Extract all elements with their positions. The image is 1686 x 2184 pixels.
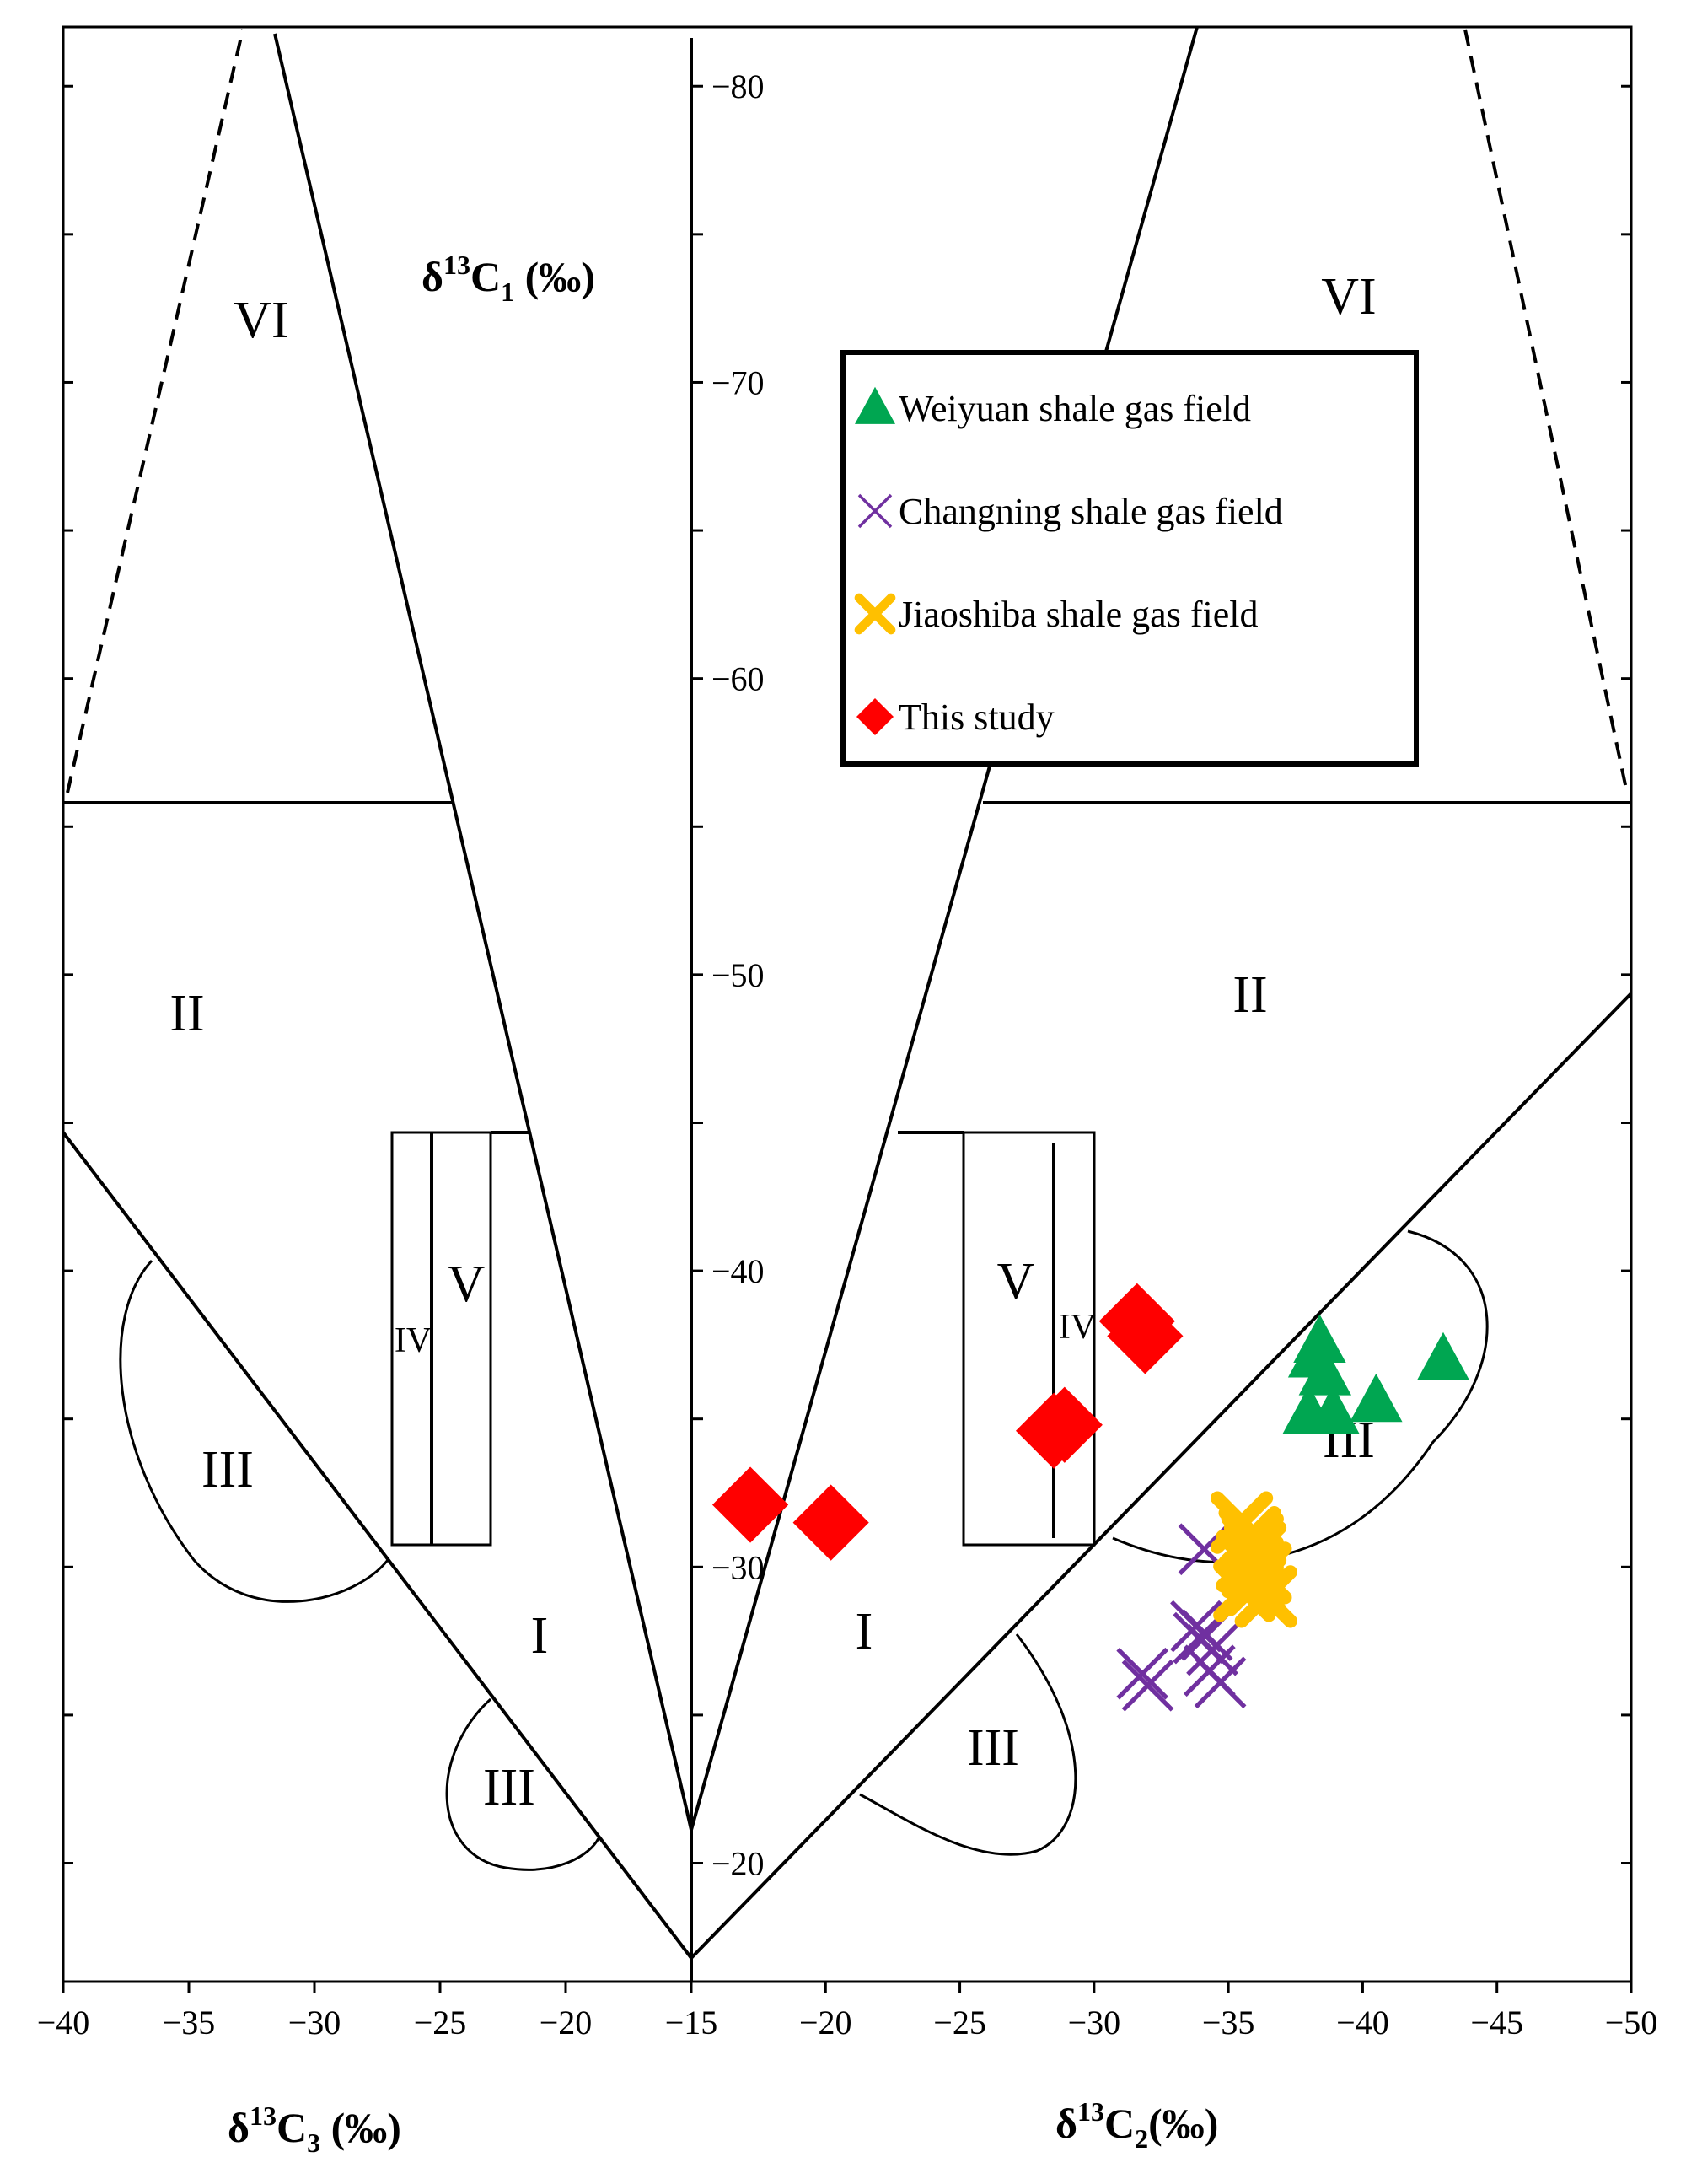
legend-marker	[856, 698, 894, 735]
left-iii-lower	[445, 1697, 600, 1871]
right-x-tick-label: −45	[1470, 2004, 1523, 2041]
region-label-vi-right: VI	[1321, 268, 1376, 325]
point-this-study	[1026, 1386, 1103, 1463]
point-changning-shale-gas-field	[1121, 1659, 1174, 1712]
right-v-box	[962, 1131, 1096, 1547]
region-label-i-right: I	[856, 1603, 873, 1660]
region-label-i-left: I	[531, 1607, 549, 1665]
point-weiyuan-shale-gas-field	[1307, 1385, 1360, 1434]
right-x-tick-label: −35	[1202, 2004, 1255, 2041]
legend-label: Jiaoshiba shale gas field	[899, 594, 1258, 635]
y-tick-label: −80	[711, 67, 765, 105]
left-lower-boundary	[62, 1131, 693, 1960]
legend-label: Changning shale gas field	[899, 491, 1283, 532]
plot-frame	[62, 25, 1633, 1983]
point-weiyuan-shale-gas-field	[1298, 1347, 1352, 1396]
point-weiyuan-shale-gas-field	[1416, 1331, 1470, 1381]
point-weiyuan-shale-gas-field	[1293, 1314, 1346, 1363]
point-this-study	[1107, 1298, 1184, 1374]
legend-label: Weiyuan shale gas field	[899, 388, 1251, 429]
axis-labels: δ13C1 (‰) δ13C3 (‰) δ13C2(‰)	[228, 250, 1218, 2158]
point-this-study	[792, 1484, 869, 1561]
legend-box	[840, 350, 1419, 767]
right-dashed-boundary	[1463, 29, 1629, 793]
legend-marker	[855, 386, 895, 424]
left-x-tick-label: −35	[163, 2004, 216, 2041]
y-axis-label: δ13C1 (‰)	[422, 250, 595, 307]
y-tick-label: −70	[711, 363, 765, 401]
right-x-tick-label: −20	[799, 2004, 852, 2041]
point-jiaoshiba-shale-gas-field	[1234, 1565, 1297, 1628]
region-label-ii-left: II	[169, 985, 204, 1042]
right-x-axis-label: δ13C2(‰)	[1055, 2096, 1218, 2154]
data-points	[711, 1283, 1470, 1712]
genetic-boundaries	[62, 26, 1633, 1960]
plot-border	[62, 25, 1633, 1983]
right-x-tick-label: −25	[933, 2004, 986, 2041]
left-x-tick-label: −30	[288, 2004, 341, 2041]
region-label-iii-left-upper: III	[201, 1441, 254, 1498]
left-x-tick-label: −25	[414, 2004, 467, 2041]
legend-marker	[857, 493, 893, 529]
right-x-tick-label: −30	[1068, 2004, 1121, 2041]
point-changning-shale-gas-field	[1186, 1623, 1238, 1676]
legend-label: This study	[899, 697, 1055, 738]
y-tick-label: −20	[711, 1845, 765, 1883]
legend-marker	[854, 593, 896, 635]
right-iii-upper	[1112, 1229, 1489, 1564]
right-steep-boundary	[690, 26, 1199, 1831]
left-x-axis-label: δ13C3 (‰)	[228, 2101, 401, 2158]
region-label-iii-left-lower: III	[483, 1759, 535, 1816]
region-label-vi-left: VI	[234, 292, 288, 349]
axis-ticks: −80 −70 −60 −50 −40 −30 −20 −40 −35 −30 −25 −20 −15 −…	[37, 67, 1658, 2041]
right-x-tick-label: −40	[1336, 2004, 1389, 2041]
point-changning-shale-gas-field	[1194, 1656, 1247, 1709]
left-dashed-boundary	[66, 29, 244, 793]
point-this-study	[711, 1466, 789, 1543]
y-tick-label: −30	[711, 1548, 765, 1586]
region-label-v-left: V	[448, 1256, 486, 1313]
left-x-tick-label: −15	[665, 2004, 718, 2041]
y-tick-label: −40	[711, 1252, 765, 1290]
region-label-iv-left: IV	[395, 1321, 432, 1360]
left-x-tick-label: −20	[540, 2004, 593, 2041]
region-label-iii-right-lower: III	[967, 1719, 1019, 1777]
left-v-box	[390, 1131, 492, 1547]
right-iii-lower	[859, 1633, 1077, 1856]
region-label-ii-right: II	[1232, 966, 1267, 1024]
right-x-tick-label: −50	[1605, 2004, 1658, 2041]
point-jiaoshiba-shale-gas-field	[1221, 1512, 1284, 1575]
left-x-tick-label: −40	[37, 2004, 90, 2041]
left-steep-boundary	[273, 33, 693, 1831]
region-label-v-right: V	[997, 1253, 1035, 1310]
point-changning-shale-gas-field	[1116, 1647, 1169, 1700]
region-label-iv-right: IV	[1059, 1308, 1096, 1347]
point-weiyuan-shale-gas-field	[1350, 1373, 1403, 1423]
y-tick-label: −60	[711, 660, 765, 698]
y-tick-label: −50	[711, 956, 765, 994]
left-iii-upper	[119, 1259, 389, 1603]
right-lower-boundary	[690, 992, 1633, 1960]
